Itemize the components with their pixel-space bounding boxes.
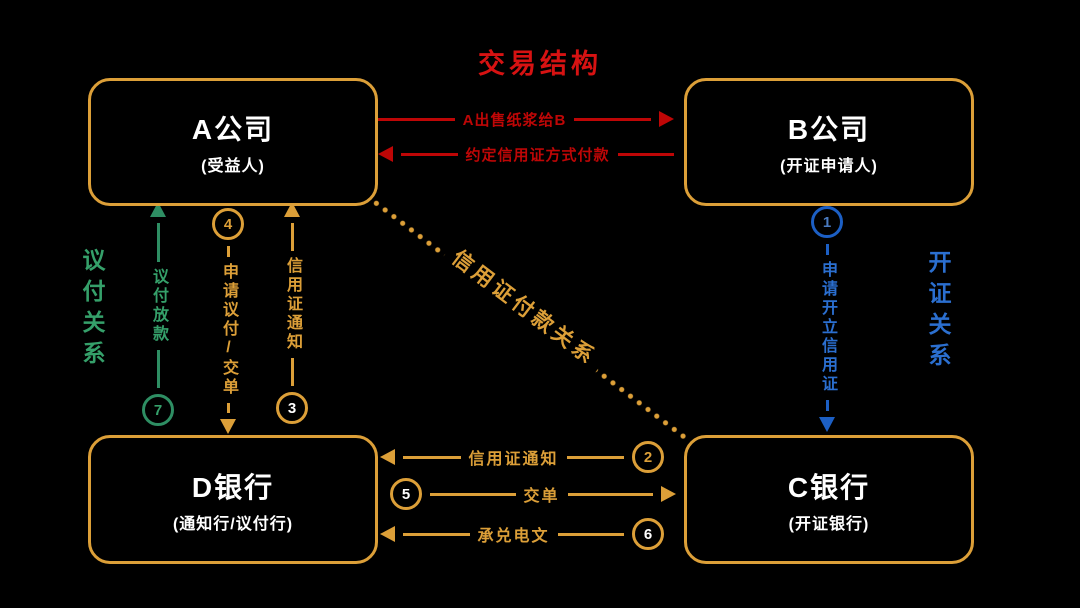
arrow-a-sells-to-b: A出售纸浆给B [378,108,675,130]
step-2-number: 2 [643,448,653,466]
arrow-a-sells-to-b-label: A出售纸浆给B [462,111,567,129]
arrow-line [378,117,455,121]
company-b-role: (开证申请人) [780,158,878,175]
connector-apply-open-lc: 1 申请开立信用证 [805,206,849,432]
step-7-badge: 7 [142,394,174,426]
arrow-line [617,152,675,156]
arrow-line [557,532,625,536]
negotiation-relation-label: 议付关系 [79,248,105,372]
arrow-line [226,402,230,413]
step-3-number: 3 [287,399,297,417]
arrow-line [290,223,294,251]
diagram-title: 交易结构 [478,49,602,79]
bank-d-role: (通知行/议付行) [172,515,294,533]
arrow-line [403,455,461,459]
arrow-lc-payment-agreement: 约定信用证方式付款 [378,143,675,165]
step-1-badge: 1 [811,206,843,238]
arrow-lc-payment-agreement-label: 约定信用证方式付款 [465,146,610,164]
arrow-lc-notice-label: 信用证通知 [468,451,559,468]
apply-negotiation-label: 申请议付/交单 [220,262,237,397]
arrowhead-right-icon [661,486,677,502]
issuing-relation-label: 开证关系 [925,250,951,374]
step-3-badge: 3 [276,392,308,424]
arrow-acceptance-label: 承兑电文 [477,528,550,545]
step-6-number: 6 [643,525,653,543]
bank-c-name: C银行 [787,471,871,503]
arrowhead-right-icon [659,111,675,127]
arrow-line [226,246,230,257]
arrow-line [290,358,294,386]
step-4-number: 4 [223,215,233,233]
negotiation-payout-label: 议付放款 [150,267,167,344]
arrow-acceptance-to-d: 承兑电文 6 [380,518,665,550]
box-bank-c: C银行 (开证银行) [684,435,974,564]
connector-apply-negotiation: 4 申请议付/交单 [206,208,250,434]
apply-open-lc-label: 申请开立信用证 [819,261,836,394]
arrow-lc-notice-to-d: 信用证通知 2 [380,441,665,473]
arrow-line [156,223,160,262]
company-a-role: (受益人) [201,158,265,175]
arrow-line [566,455,625,459]
step-7-number: 7 [153,401,163,419]
step-5-badge: 5 [390,478,422,510]
connector-lc-notice-up: 信用证通知 3 [270,202,314,424]
arrow-line [825,244,829,255]
arrow-line [574,117,652,121]
arrow-line [401,152,458,156]
box-company-a: A公司 (受益人) [88,78,378,206]
arrowhead-down-icon [819,417,835,432]
arrow-present-docs-label: 交单 [523,488,560,505]
arrowhead-left-icon [380,526,395,542]
lc-payment-relation-label: 信用证付款关系 [438,234,612,380]
box-company-b: B公司 (开证申请人) [684,78,974,206]
step-6-badge: 6 [632,518,665,550]
lc-notice-up-label: 信用证通知 [284,257,301,352]
arrowhead-down-icon [220,419,236,434]
step-2-badge: 2 [632,441,665,473]
box-bank-d: D银行 (通知行/议付行) [88,435,378,564]
bank-c-role: (开证银行) [788,515,870,533]
connector-negotiation-payout: 议付放款 7 [136,202,180,426]
arrow-line [156,349,160,388]
arrowhead-left-icon [378,146,393,162]
step-4-badge: 4 [212,208,244,240]
arrow-line [403,532,470,536]
step-1-number: 1 [822,213,832,231]
arrowhead-left-icon [380,449,395,465]
company-a-name: A公司 [191,114,275,145]
company-b-name: B公司 [787,114,871,145]
arrow-present-docs-to-c: 5 交单 [390,478,677,510]
arrow-line [567,492,654,496]
arrow-line [825,400,829,411]
step-5-number: 5 [401,485,411,503]
bank-d-name: D银行 [191,471,275,503]
arrow-line [430,492,516,496]
